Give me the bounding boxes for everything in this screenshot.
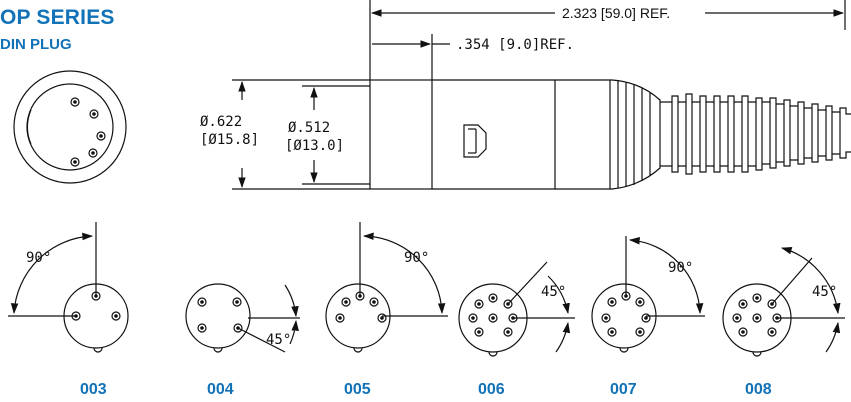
plug-side-view <box>369 0 851 190</box>
outer-diameter-in-label: Ø.622 <box>200 114 242 130</box>
angle-label-007: 90° <box>668 260 693 276</box>
product-subtitle: DIN PLUG <box>0 36 72 53</box>
pin-code-006: 006 <box>478 381 505 398</box>
pin-layout-008 <box>722 247 845 357</box>
outer-diameter-mm-label: [Ø15.8] <box>200 132 259 148</box>
pin-code-004: 004 <box>207 381 234 398</box>
overall-length-label: 2.323 [59.0] REF. <box>562 5 670 21</box>
front-length-label: .354 [9.0]REF. <box>456 37 574 53</box>
pin-code-008: 008 <box>745 381 772 398</box>
pin-layout-005 <box>325 222 448 353</box>
plug-face-view <box>13 70 127 184</box>
pin-code-003: 003 <box>80 381 107 398</box>
inner-diameter-mm-label: [Ø13.0] <box>285 138 344 154</box>
pin-layout-007 <box>591 236 705 353</box>
angle-label-005: 90° <box>404 250 429 266</box>
pin-layout-003 <box>8 222 129 353</box>
inner-diameter-in-label: Ø.512 <box>288 120 330 136</box>
dimension-lines <box>232 9 845 190</box>
angle-label-006: 45° <box>541 284 566 300</box>
pin-layout-006 <box>458 261 575 357</box>
pin-code-007: 007 <box>610 381 637 398</box>
pin-layout-004 <box>185 283 300 353</box>
angle-label-004: 45° <box>266 332 291 348</box>
series-title: OP SERIES <box>0 6 115 29</box>
angle-label-008: 45° <box>812 284 837 300</box>
angle-label-003: 90° <box>26 250 51 266</box>
pin-code-005: 005 <box>344 381 371 398</box>
